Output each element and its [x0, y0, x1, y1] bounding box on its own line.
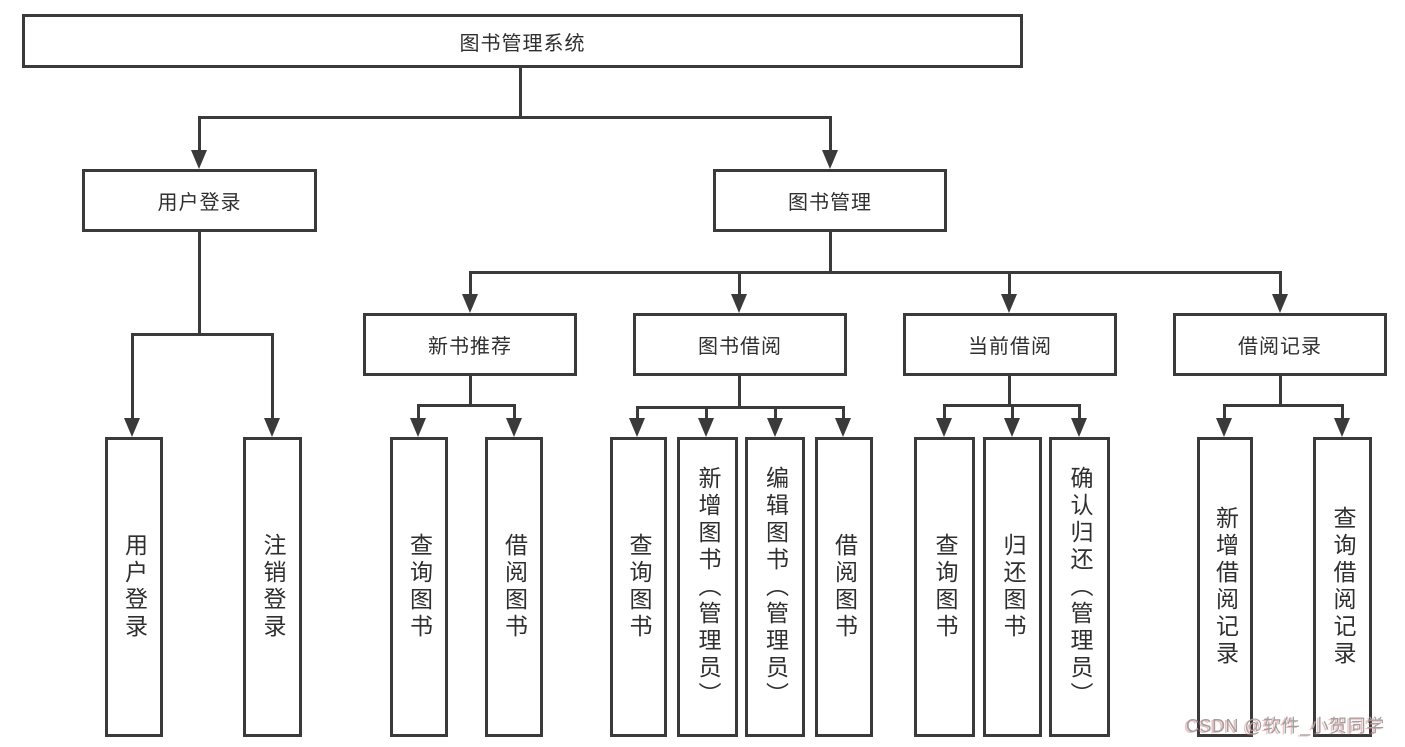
connector-line [774, 406, 777, 420]
leaf-cb-query-books-label: 查询图书 [932, 533, 958, 641]
connector-line [469, 376, 472, 407]
leaf-bb-edit-books-admin-label: 编辑图书（管理员） [762, 465, 789, 709]
arrow-down-icon [1272, 294, 1288, 313]
leaf-br-add-record: 新增借阅记录 [1197, 437, 1253, 737]
node-new-book-recommendation-label: 新书推荐 [428, 336, 512, 358]
arrow-down-icon [1334, 418, 1350, 437]
leaf-user-login-label: 用户登录 [121, 533, 148, 641]
connector-line [1008, 271, 1011, 297]
leaf-bb-borrow-books: 借阅图书 [815, 437, 873, 737]
leaf-nb-borrow-books-label: 借阅图书 [501, 533, 528, 641]
leaf-bb-borrow-books-label: 借阅图书 [831, 533, 858, 641]
connector-line [705, 406, 708, 420]
connector-line [842, 406, 845, 420]
leaf-nb-query-books: 查询图书 [390, 437, 448, 737]
connector-line [131, 333, 274, 336]
connector-line [738, 376, 741, 409]
arrow-down-icon [1001, 294, 1017, 313]
arrow-down-icon [1004, 418, 1020, 437]
node-book-borrowing-label: 图书借阅 [698, 336, 782, 358]
arrow-down-icon [264, 418, 280, 437]
connector-line [1279, 271, 1282, 297]
connector-line [198, 116, 201, 152]
arrow-down-icon [731, 294, 747, 313]
leaf-br-add-record-label: 新增借阅记录 [1212, 506, 1239, 668]
arrow-down-icon [1216, 418, 1232, 437]
leaf-nb-borrow-books: 借阅图书 [485, 437, 543, 737]
arrow-down-icon [936, 418, 952, 437]
connector-line [198, 232, 201, 336]
arrow-down-icon [698, 418, 714, 437]
connector-line [519, 66, 522, 119]
node-root-label: 图书管理系统 [459, 32, 586, 55]
arrow-down-icon [462, 294, 478, 313]
leaf-nb-query-books-label: 查询图书 [406, 533, 433, 641]
node-current-borrowing: 当前借阅 [903, 313, 1117, 376]
node-book-borrowing: 图书借阅 [633, 313, 847, 376]
arrow-down-icon [822, 150, 838, 169]
connector-line [131, 333, 134, 420]
leaf-bb-add-books-admin-label: 新增图书（管理员） [695, 465, 721, 709]
connector-line [1223, 404, 1226, 420]
leaf-logout: 注销登录 [243, 437, 302, 737]
node-borrowing-records-label: 借阅记录 [1238, 336, 1322, 358]
node-book-management-label: 图书管理 [788, 192, 872, 214]
arrow-down-icon [506, 418, 522, 437]
arrow-down-icon [191, 150, 207, 169]
connector-line [829, 232, 832, 274]
arrow-down-icon [124, 418, 140, 437]
node-borrowing-records: 借阅记录 [1173, 313, 1387, 376]
connector-line [417, 404, 420, 420]
connector-line [1341, 404, 1344, 420]
connector-line [1223, 404, 1344, 407]
connector-line [271, 333, 274, 420]
leaf-cb-return-books: 归还图书 [983, 437, 1042, 737]
leaf-cb-query-books: 查询图书 [914, 437, 975, 737]
node-user-login-label: 用户登录 [157, 192, 242, 214]
leaf-bb-edit-books-admin: 编辑图书（管理员） [745, 437, 805, 737]
arrow-down-icon [767, 418, 783, 437]
leaf-bb-query-books-label: 查询图书 [626, 533, 652, 641]
leaf-bb-add-books-admin: 新增图书（管理员） [677, 437, 738, 737]
arrow-down-icon [410, 418, 426, 437]
arrow-down-icon [1071, 418, 1087, 437]
connector-line [943, 404, 946, 420]
leaf-br-query-record-label: 查询借阅记录 [1330, 506, 1356, 668]
connector-line [513, 404, 516, 420]
node-current-borrowing-label: 当前借阅 [968, 336, 1052, 358]
leaf-logout-label: 注销登录 [260, 533, 286, 641]
connector-line [198, 116, 832, 119]
leaf-bb-query-books: 查询图书 [610, 437, 667, 737]
leaf-br-query-record: 查询借阅记录 [1313, 437, 1372, 737]
connector-line [417, 404, 516, 407]
leaf-cb-confirm-return-admin-label: 确认归还（管理员） [1067, 465, 1093, 709]
node-new-book-recommendation: 新书推荐 [363, 313, 577, 376]
connector-line [636, 406, 845, 409]
node-root: 图书管理系统 [22, 14, 1023, 68]
connector-line [829, 116, 832, 152]
connector-line [469, 271, 472, 297]
node-user-login: 用户登录 [82, 169, 317, 232]
connector-line [1008, 376, 1011, 407]
connector-line [1279, 376, 1282, 407]
leaf-cb-return-books-label: 归还图书 [1000, 533, 1026, 641]
leaf-user-login: 用户登录 [105, 437, 163, 737]
connector-line [738, 271, 741, 297]
arrow-down-icon [629, 418, 645, 437]
node-book-management: 图书管理 [713, 169, 947, 232]
connector-line [1078, 404, 1081, 420]
connector-line [469, 271, 1281, 274]
csdn-watermark: CSDN @软件_小贺同学 [1186, 716, 1385, 736]
connector-line [636, 406, 639, 420]
connector-line [1011, 404, 1014, 420]
leaf-cb-confirm-return-admin: 确认归还（管理员） [1049, 437, 1110, 737]
arrow-down-icon [835, 418, 851, 437]
